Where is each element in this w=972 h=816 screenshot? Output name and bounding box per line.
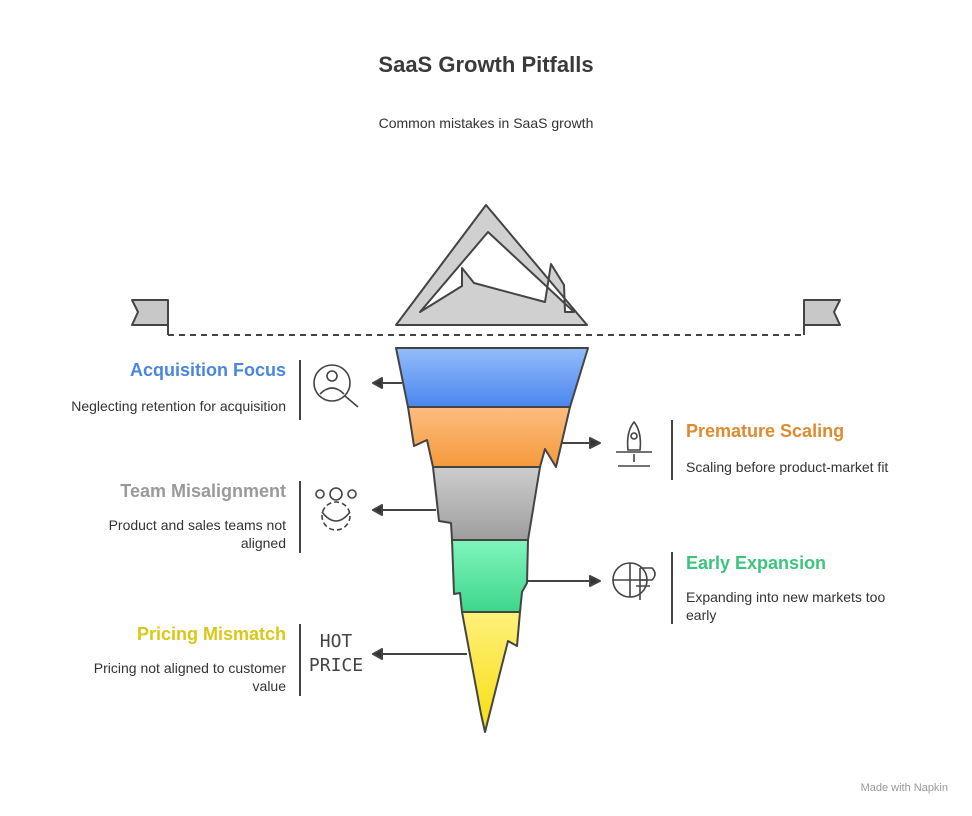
user-search-icon	[313, 364, 359, 408]
layer-acquisition	[395, 347, 589, 408]
item-scaling: Premature Scaling Scaling before product…	[686, 421, 889, 475]
item-pricing: Pricing Mismatch Pricing not aligned to …	[93, 624, 286, 694]
subtitle: Common mistakes in SaaS growth	[378, 115, 594, 131]
flag-left	[131, 299, 169, 326]
rocket-icon	[616, 420, 652, 467]
mountain-peak	[395, 204, 588, 326]
item-expansion: Early Expansion Expanding into new marke…	[686, 553, 886, 623]
flag-right	[803, 299, 841, 326]
layer-team	[432, 466, 541, 541]
divider	[299, 624, 301, 696]
divider	[671, 552, 673, 624]
hot-price-icon: HOT PRICE	[308, 631, 364, 676]
page-title: SaaS Growth Pitfalls	[378, 52, 594, 77]
divider	[671, 420, 673, 480]
layer-expansion	[451, 539, 529, 613]
footer-credit: Made with Napkin	[860, 782, 948, 794]
divider	[299, 360, 301, 420]
layer-scaling	[407, 406, 571, 468]
divider	[299, 481, 301, 553]
item-acquisition: Acquisition Focus Neglecting retention f…	[71, 360, 286, 414]
globe-currency-icon	[612, 562, 656, 600]
team-gear-icon	[315, 487, 357, 531]
layer-pricing	[461, 611, 521, 733]
item-team: Team Misalignment Product and sales team…	[108, 481, 286, 551]
